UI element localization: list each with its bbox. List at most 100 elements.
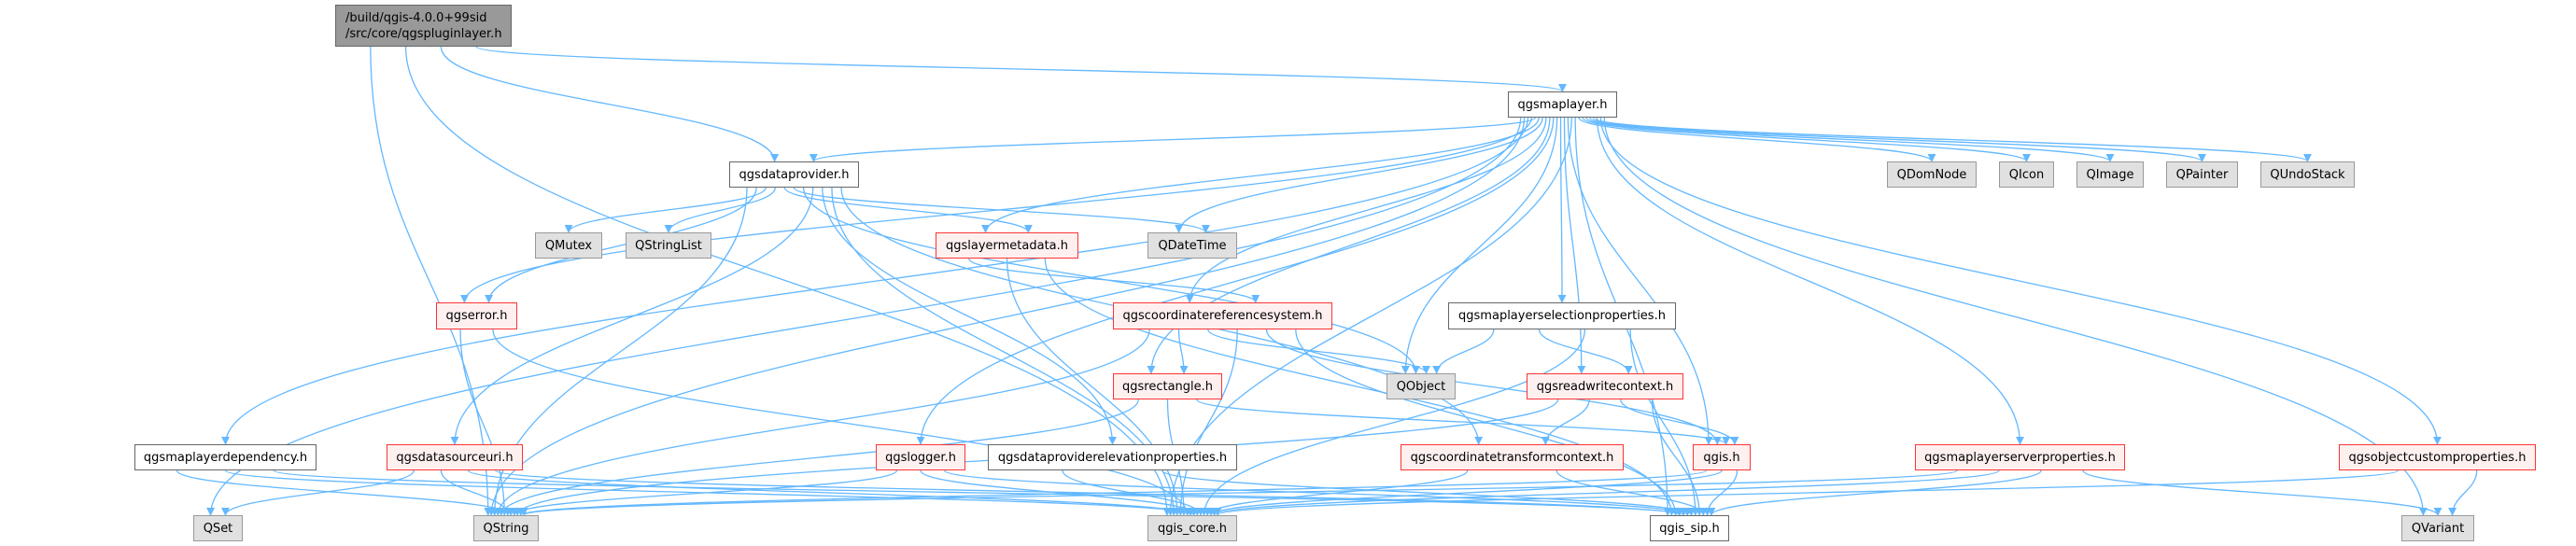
node-qgis-core[interactable]: qgis_core.h <box>1147 515 1237 541</box>
edge-qgsdataprovider-to-qgserror <box>485 187 757 303</box>
node-qgslayermetadata[interactable]: qgslayermetadata.h <box>936 232 1078 259</box>
node-label: QSet <box>203 521 233 536</box>
edge-qgscrs-to-qgis_core <box>1175 329 1238 516</box>
node-qstringlist[interactable]: QStringList <box>626 232 711 259</box>
edge-qgsdataprovider-to-qstringlist <box>664 187 776 233</box>
node-qstring[interactable]: QString <box>473 515 539 541</box>
edge-qgsreadwritecontext-to-qgis_sip <box>1651 399 1704 516</box>
node-label: qgscoordinatereferencesystem.h <box>1122 309 1323 323</box>
edge-qgslayermetadata-to-qgis_sip <box>1044 258 1676 516</box>
edge-qgslogger-to-qgis_core <box>920 469 1202 516</box>
node-label: qgis_core.h <box>1158 521 1227 536</box>
node-label: QImage <box>2086 167 2134 182</box>
edge-qgslayermetadata-to-qgis_core <box>1006 258 1182 516</box>
edge-qgslogger-to-qstring <box>510 469 898 516</box>
edge-qgsmaplayer-to-qgslogger <box>916 117 1555 445</box>
node-label: QObject <box>1396 379 1446 394</box>
node-qset[interactable]: QSet <box>193 515 243 541</box>
edge-qgsreadwritecontext-to-qgscoordinatetransformcontext <box>1541 399 1590 445</box>
node-qgserror[interactable]: qgserror.h <box>436 302 517 329</box>
node-label: QIcon <box>2008 167 2045 182</box>
node-qpainter[interactable]: QPainter <box>2166 161 2238 188</box>
node-qgis[interactable]: qgis.h <box>1693 444 1751 470</box>
node-label: QPainter <box>2175 167 2229 182</box>
node-qdomnode[interactable]: QDomNode <box>1887 161 1977 188</box>
edge-qgsmaplayer-to-qgslayermetadata <box>981 117 1540 233</box>
edge-qgsmaplayerselectionproperties-to-qgis_sip <box>1629 329 1700 516</box>
node-qgsmaplayerdependency[interactable]: qgsmaplayerdependency.h <box>134 444 317 470</box>
node-qgscoordinatetransformcontext[interactable]: qgscoordinatetransformcontext.h <box>1401 444 1624 470</box>
node-label: QUndoStack <box>2270 167 2345 182</box>
edge-qgsmaplayerserverproperties-to-qgis_sip <box>1707 469 2042 516</box>
edge-qgsmaplayer-to-qundostack <box>1593 117 2312 162</box>
node-qgsdataproviderelevationproperties[interactable]: qgsdataproviderelevationproperties.h <box>988 444 1237 470</box>
node-root-qgspluginlayer[interactable]: /build/qgis-4.0.0+99sid /src/core/qgsplu… <box>335 5 512 47</box>
edge-qgis-to-qgis_sip <box>1703 469 1738 516</box>
edge-qgsrectangle-to-qgis <box>1196 399 1730 445</box>
node-qimage[interactable]: QImage <box>2076 161 2144 188</box>
node-qgsmaplayer[interactable]: qgsmaplayer.h <box>1508 91 1617 118</box>
edge-qgsmaplayer-to-qdatetime <box>1175 117 1543 233</box>
edge-qgsdataprovider-to-qgsdatasourceuri <box>450 187 814 445</box>
edge-qgscrs-to-qobject <box>1207 329 1430 374</box>
edge-qgslogger-to-qgis_sip <box>943 469 1692 516</box>
edge-qgsmaplayer-to-qvariant <box>1603 117 2428 516</box>
node-label: QString <box>483 521 529 536</box>
node-qgsrectangle[interactable]: qgsrectangle.h <box>1113 373 1222 399</box>
node-label: qgsrectangle.h <box>1121 379 1214 394</box>
edge-qgsmaplayer-to-qimage <box>1585 117 2115 162</box>
edge-qgscrs-to-qgsrectangle <box>1177 329 1189 374</box>
edge-qgscrs-to-qgis_sip <box>1295 329 1681 516</box>
node-qgis-sip[interactable]: qgis_sip.h <box>1650 515 1729 541</box>
edge-qgsrectangle-to-qstring <box>497 399 1139 516</box>
edge-qgsdataproviderelevationproperties-to-qgis_sip <box>1161 469 1696 516</box>
edge-qgserror-to-qgis_core <box>492 329 1192 516</box>
edge-qgsdataprovider-to-qmutex <box>564 187 767 233</box>
edge-qgscrs-to-qstring <box>493 329 1150 516</box>
edge-qgsmaplayer-to-qdomnode <box>1578 117 1936 162</box>
node-label: qgsdataprovider.h <box>739 167 850 182</box>
node-qgscrs[interactable]: qgscoordinatereferencesystem.h <box>1113 302 1332 329</box>
edge-qgsmaplayerselectionproperties-to-qgsreadwritecontext <box>1538 329 1633 374</box>
node-label: qgslayermetadata.h <box>945 238 1069 253</box>
node-label: qgsreadwritecontext.h <box>1536 379 1674 394</box>
node-label: qgserror.h <box>445 309 508 323</box>
node-qgsdatasourceuri[interactable]: qgsdatasourceuri.h <box>387 444 523 470</box>
edge-qgsdataprovider-to-qdatetime <box>793 187 1210 233</box>
node-qgslogger[interactable]: qgslogger.h <box>876 444 965 470</box>
edge-qgsmaplayerdependency-to-qstring <box>176 469 515 516</box>
edge-qgsdataprovider-to-qgslayermetadata <box>783 187 1033 233</box>
node-qgsreadwritecontext[interactable]: qgsreadwritecontext.h <box>1527 373 1683 399</box>
node-label: qgsdataproviderelevationproperties.h <box>997 450 1228 465</box>
node-qvariant[interactable]: QVariant <box>2401 515 2474 541</box>
edge-qgis-to-qgis_core <box>1206 469 1723 516</box>
edge-qgsmaplayer-to-qgsmaplayerselectionproperties <box>1557 117 1567 303</box>
edge-qgsmaplayer-to-qobject <box>1401 117 1558 374</box>
node-qgsdataprovider[interactable]: qgsdataprovider.h <box>729 161 859 188</box>
root-label-line1: /build/qgis-4.0.0+99sid <box>345 10 487 25</box>
edge-qgsmaplayer-to-qgsreadwritecontext <box>1563 117 1586 374</box>
node-qundostack[interactable]: QUndoStack <box>2260 161 2355 188</box>
edge-qgsmaplayer-to-qstring <box>486 117 1526 516</box>
edge-qgsdataprovider-to-qgsdataproviderelevationproperties <box>822 187 1117 445</box>
node-label: qgsobjectcustomproperties.h <box>2348 450 2527 465</box>
node-qgsobjectcustomproperties[interactable]: qgsobjectcustomproperties.h <box>2339 444 2536 470</box>
node-qgsmaplayerselectionproperties[interactable]: qgsmaplayerselectionproperties.h <box>1448 302 1676 329</box>
node-label: qgsdatasourceuri.h <box>396 450 514 465</box>
root-label-line2: /src/core/qgspluginlayer.h <box>345 26 502 41</box>
node-qicon[interactable]: QIcon <box>1999 161 2054 188</box>
edge-qgsmaplayer-to-qgscrs <box>1185 117 1547 303</box>
node-label: qgsmaplayerselectionproperties.h <box>1458 309 1666 323</box>
edge-root-to-qgis_core <box>404 46 1172 516</box>
edge-qgsmaplayerserverproperties-to-qvariant <box>2082 469 2442 516</box>
edge-qgsmaplayerdependency-to-qgis_sip <box>273 469 1688 516</box>
node-qmutex[interactable]: QMutex <box>535 232 602 259</box>
node-label: qgslogger.h <box>885 450 956 465</box>
node-label: QVariant <box>2411 521 2465 536</box>
node-label: qgsmaplayer.h <box>1517 97 1608 112</box>
node-qdatetime[interactable]: QDateTime <box>1147 232 1237 259</box>
edge-root-to-qstring <box>370 46 493 516</box>
edge-root-to-qgsdataprovider <box>440 46 780 162</box>
node-qgsmaplayerserverproperties[interactable]: qgsmaplayerserverproperties.h <box>1915 444 2125 470</box>
node-qobject[interactable]: QObject <box>1387 373 1456 399</box>
